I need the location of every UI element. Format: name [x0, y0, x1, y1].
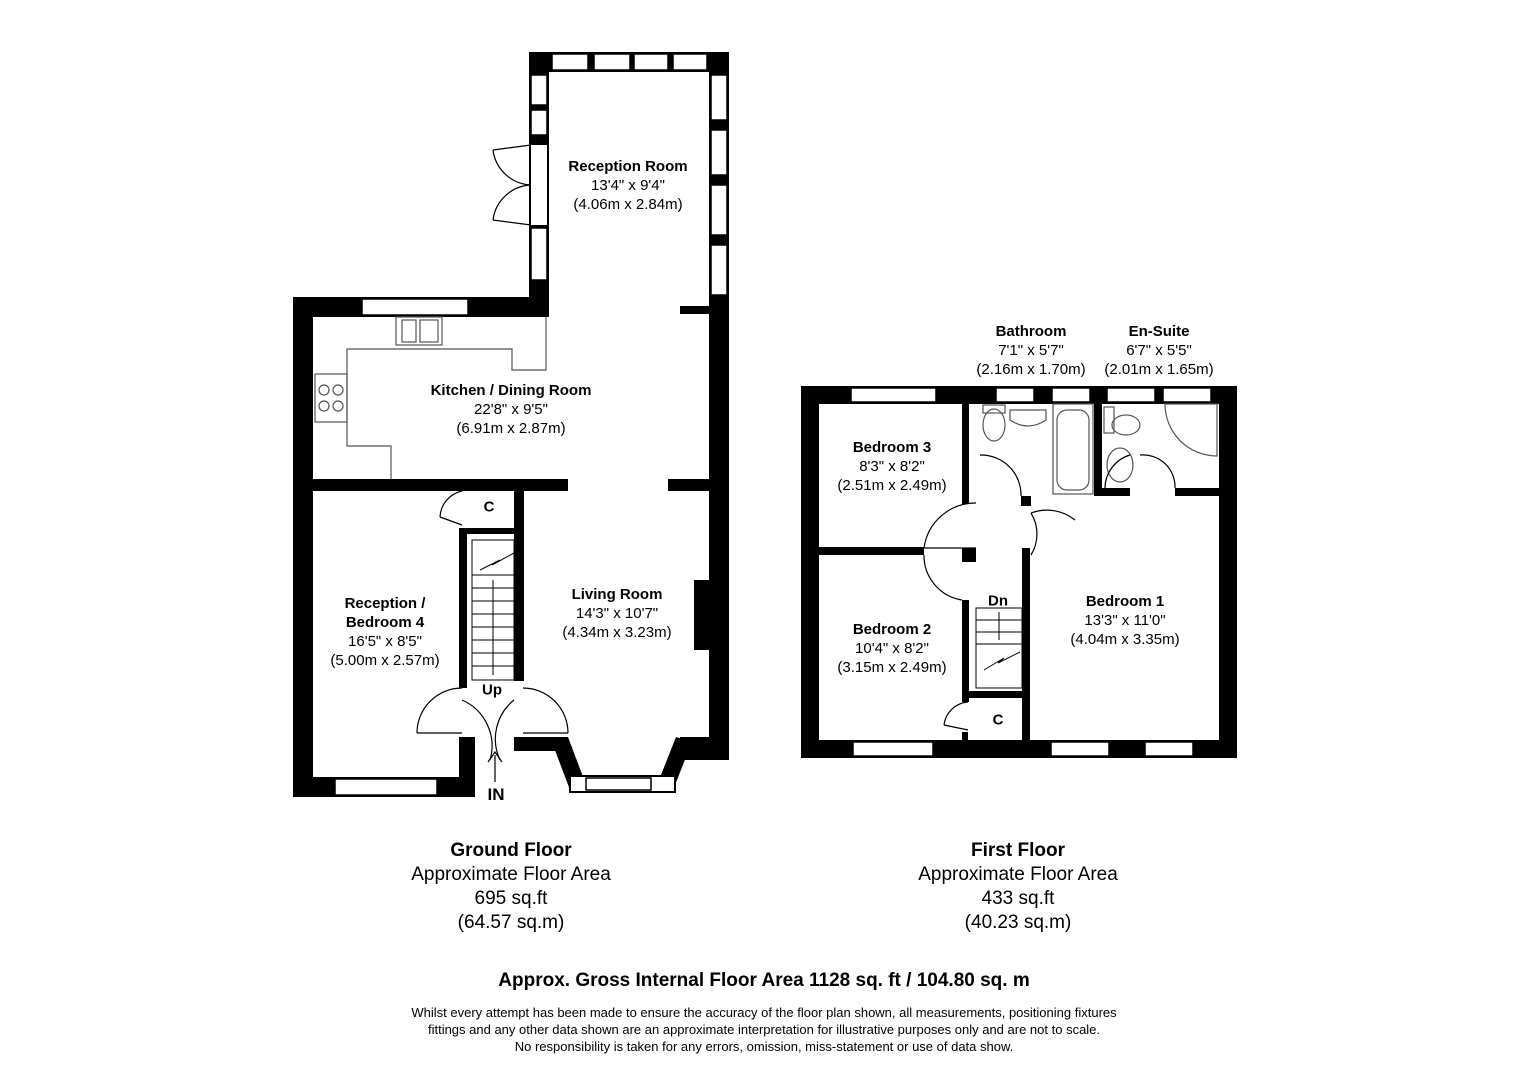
ground-floor-windows	[334, 53, 728, 796]
room-dimensions-metric: (3.15m x 2.49m)	[837, 659, 947, 676]
ground-stairs-label: Up	[482, 681, 502, 699]
room-dimensions-imperial: 7'1" x 5'7"	[998, 342, 1064, 359]
entrance-arrow-icon	[487, 750, 503, 782]
disclaimer-line3: No responsibility is taken for any error…	[514, 1039, 1014, 1054]
room-label-reception-bedroom4: Reception / Bedroom 4 16'5" x 8'5" (5.00…	[330, 594, 439, 670]
kitchen-units	[314, 316, 547, 479]
room-dimensions-metric: (2.16m x 1.70m)	[976, 361, 1086, 378]
room-name-line1: Reception /	[344, 595, 426, 612]
room-dimensions-imperial: 16'5" x 8'5"	[348, 633, 422, 650]
ground-cupboard-label: C	[483, 498, 495, 516]
room-name: Bedroom 2	[852, 621, 932, 638]
first-cupboard-label: C	[992, 711, 1004, 729]
ground-floor-doors	[416, 490, 569, 761]
room-label-living-room: Living Room 14'3" x 10'7" (4.34m x 3.23m…	[562, 585, 671, 642]
room-dimensions-metric: (2.01m x 1.65m)	[1104, 361, 1214, 378]
room-label-reception-room: Reception Room 13'4" x 9'4" (4.06m x 2.8…	[568, 157, 687, 214]
room-label-kitchen-dining: Kitchen / Dining Room 22'8" x 9'5" (6.91…	[431, 381, 592, 438]
summary-title: First Floor	[971, 840, 1065, 861]
summary-line3: (40.23 sq.m)	[964, 912, 1072, 933]
room-dimensions-metric: (2.51m x 2.49m)	[837, 477, 947, 494]
summary-title: Ground Floor	[450, 840, 572, 861]
room-name: Bathroom	[995, 323, 1067, 340]
room-label-bathroom: Bathroom 7'1" x 5'7" (2.16m x 1.70m)	[976, 322, 1085, 379]
room-name: Living Room	[571, 586, 663, 603]
room-dimensions-imperial: 14'3" x 10'7"	[575, 605, 659, 622]
room-dimensions-metric: (4.04m x 3.35m)	[1070, 631, 1180, 648]
room-name: En-Suite	[1128, 323, 1190, 340]
first-floor-windows	[850, 387, 1212, 757]
disclaimer-line2: fittings and any other data shown are an…	[427, 1022, 1101, 1037]
ground-stairs	[471, 539, 515, 681]
gross-area-text: Approx. Gross Internal Floor Area 1128 s…	[498, 970, 1030, 991]
french-doors	[492, 144, 547, 226]
room-name: Bedroom 1	[1085, 593, 1165, 610]
bathroom-fixtures	[982, 403, 1218, 495]
room-name: Kitchen / Dining Room	[430, 382, 592, 399]
room-dimensions-imperial: 10'4" x 8'2"	[855, 640, 929, 657]
room-label-bedroom1: Bedroom 1 13'3" x 11'0" (4.04m x 3.35m)	[1070, 592, 1179, 649]
room-name-line2: Bedroom 4	[345, 614, 425, 631]
room-dimensions-metric: (4.06m x 2.84m)	[573, 196, 683, 213]
room-dimensions-imperial: 8'3" x 8'2"	[859, 458, 925, 475]
first-floor-stairs	[975, 607, 1023, 689]
room-dimensions-imperial: 13'4" x 9'4"	[591, 177, 665, 194]
disclaimer: Whilst every attempt has been made to en…	[314, 1004, 1214, 1055]
first-stairs-label: Dn	[988, 592, 1008, 610]
disclaimer-line1: Whilst every attempt has been made to en…	[411, 1005, 1117, 1020]
summary-line3: (64.57 sq.m)	[457, 912, 565, 933]
room-label-en-suite: En-Suite 6'7" x 5'5" (2.01m x 1.65m)	[1104, 322, 1213, 379]
room-dimensions-imperial: 6'7" x 5'5"	[1126, 342, 1192, 359]
room-dimensions-imperial: 13'3" x 11'0"	[1084, 612, 1166, 629]
room-dimensions-imperial: 22'8" x 9'5"	[474, 401, 548, 418]
first-floor-summary: First Floor Approximate Floor Area 433 s…	[918, 839, 1118, 935]
summary-line2: 433 sq.ft	[981, 888, 1055, 909]
room-dimensions-metric: (6.91m x 2.87m)	[456, 420, 566, 437]
summary-line1: Approximate Floor Area	[918, 864, 1118, 885]
summary-line2: 695 sq.ft	[474, 888, 548, 909]
room-dimensions-metric: (4.34m x 3.23m)	[562, 624, 672, 641]
entrance-label: IN	[487, 785, 505, 804]
room-dimensions-metric: (5.00m x 2.57m)	[330, 652, 440, 669]
room-label-bedroom2: Bedroom 2 10'4" x 8'2" (3.15m x 2.49m)	[837, 620, 946, 677]
summary-line1: Approximate Floor Area	[411, 864, 611, 885]
ground-floor-summary: Ground Floor Approximate Floor Area 695 …	[411, 839, 611, 935]
room-name: Bedroom 3	[852, 439, 932, 456]
first-floor-doors	[923, 454, 1176, 731]
room-label-bedroom3: Bedroom 3 8'3" x 8'2" (2.51m x 2.49m)	[837, 438, 946, 495]
room-name: Reception Room	[568, 158, 688, 175]
